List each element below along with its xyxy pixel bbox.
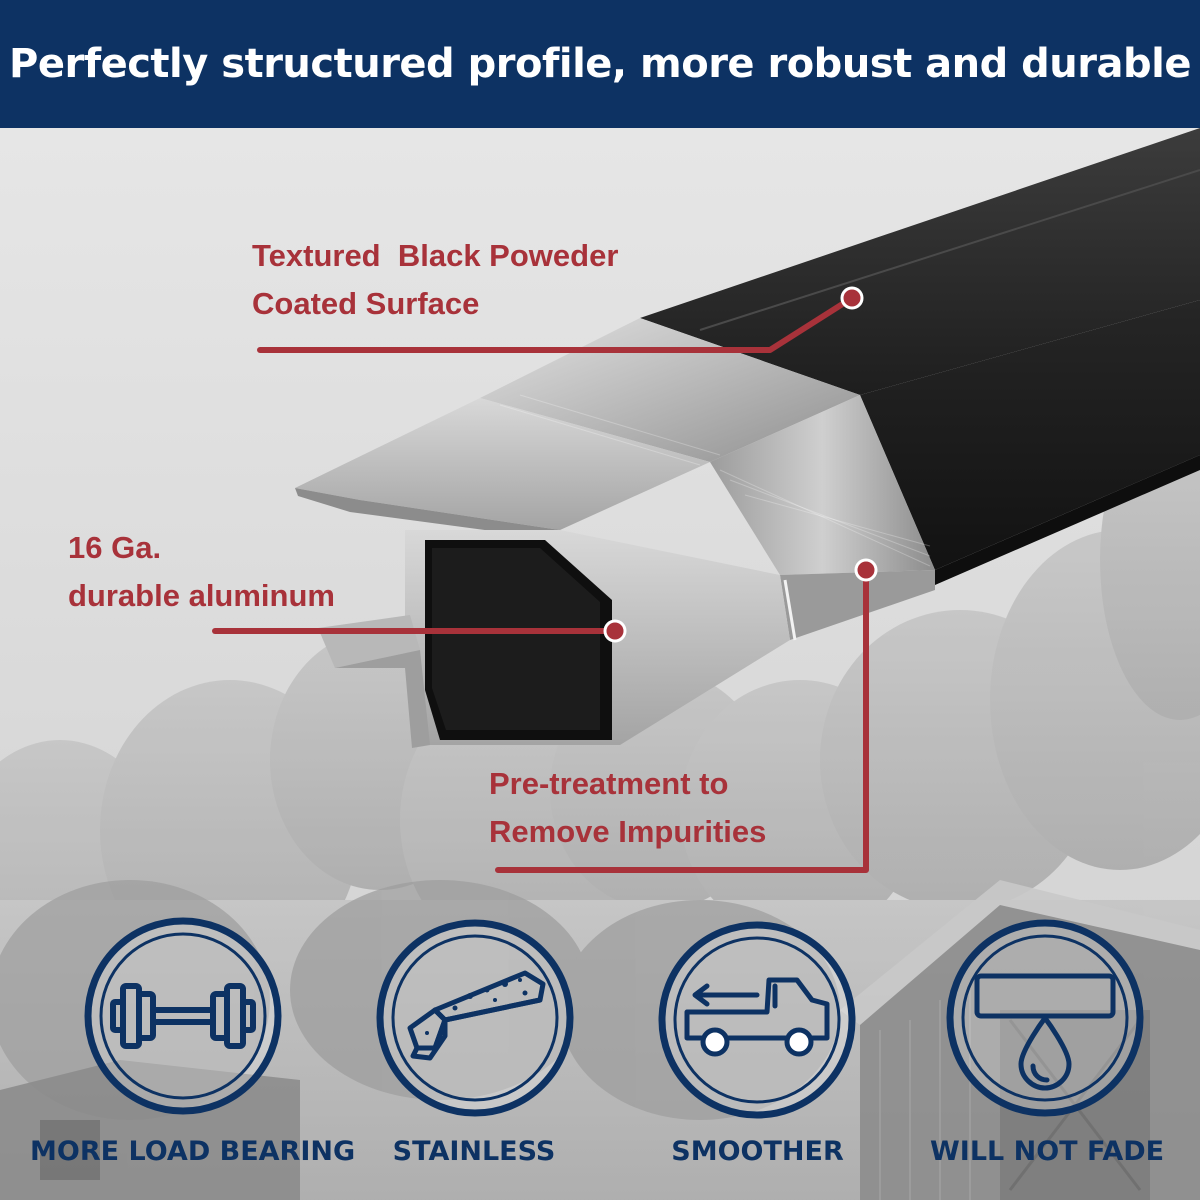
pretreat-callout: Pre-treatment to Remove Impurities <box>489 760 766 856</box>
feature-label-will-not-fade: WILL NOT FADE <box>930 1136 1165 1167</box>
pretreat-callout-line1: Pre-treatment to <box>489 766 729 801</box>
cabin <box>0 1060 300 1200</box>
aluminum-callout: 16 Ga. durable aluminum <box>68 524 335 620</box>
surface-callout-line <box>257 295 855 353</box>
feature-label-load-bearing: MORE LOAD BEARING <box>30 1136 356 1167</box>
surface-callout: Textured Black Poweder Coated Surface <box>252 232 618 328</box>
water-drop-icon <box>946 919 1144 1117</box>
page-title: Perfectly structured profile, more robus… <box>9 41 1191 87</box>
feature-label-smoother: SMOOTHER <box>671 1136 844 1167</box>
surface-callout-line1: Textured Black Poweder <box>252 238 619 273</box>
aluminum-callout-line1: 16 Ga. <box>68 530 162 565</box>
surface-callout-line2: Coated Surface <box>252 286 480 321</box>
aluminum-body <box>295 318 935 748</box>
dumbbell-icon <box>84 917 282 1115</box>
pretreat-callout-line2: Remove Impurities <box>489 814 767 849</box>
surface-callout-dot <box>840 286 864 310</box>
pretreat-callout-line <box>495 567 869 873</box>
feature-label-stainless: STAINLESS <box>392 1136 556 1167</box>
black-coated-section <box>640 128 1200 585</box>
header-banner: Perfectly structured profile, more robus… <box>0 0 1200 128</box>
profile-stainless-icon <box>376 919 574 1117</box>
pretreat-callout-dot <box>854 558 878 582</box>
aluminum-callout-dot <box>603 619 627 643</box>
truck-icon <box>658 921 856 1119</box>
aluminum-callout-line2: durable aluminum <box>68 578 335 613</box>
